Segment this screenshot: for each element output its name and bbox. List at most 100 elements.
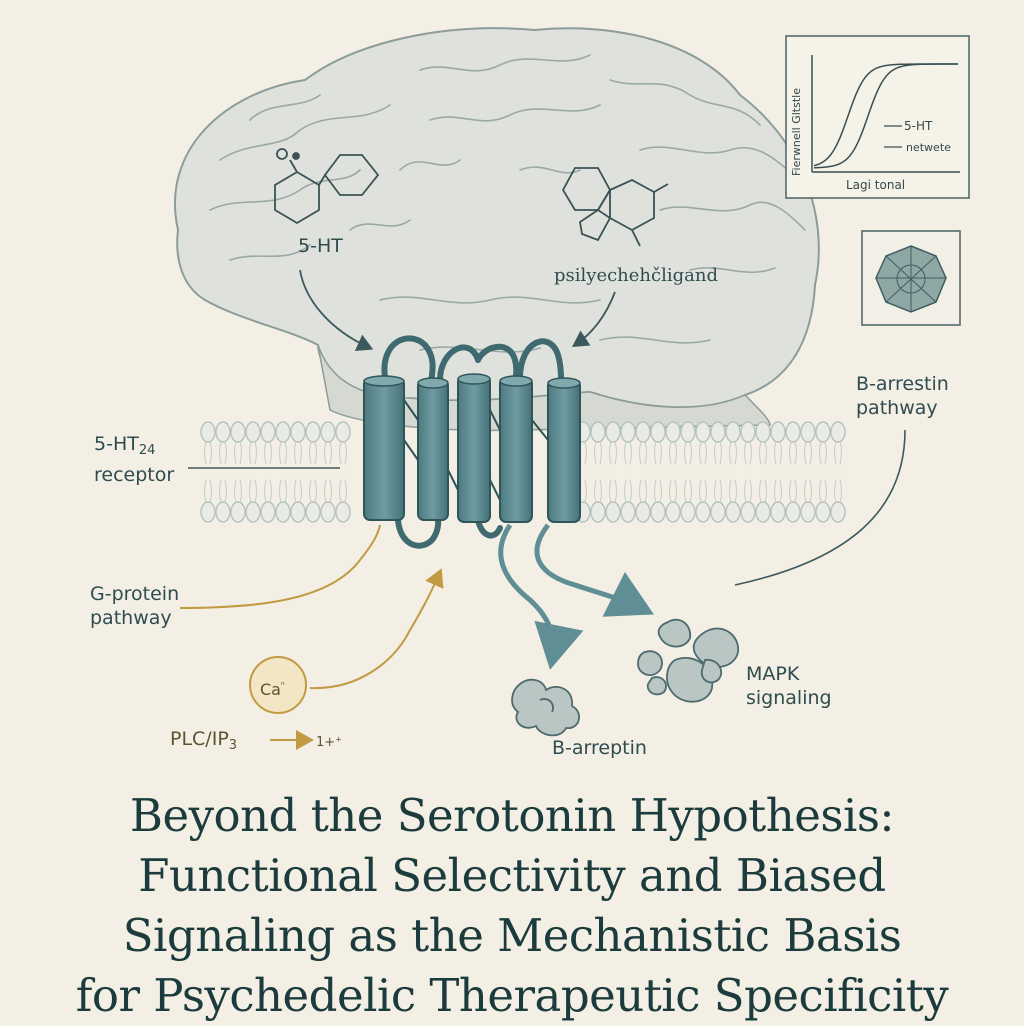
lipid-head — [695, 501, 711, 523]
calcium-charge: ⁿ — [280, 681, 285, 691]
lipid-tail — [339, 441, 347, 465]
brain-illustration — [174, 27, 820, 432]
plc-subscript: 3 — [228, 738, 238, 753]
g-protein-line — [179, 524, 381, 609]
lipid-head — [275, 421, 291, 443]
lipid-tail — [804, 441, 812, 465]
page-title: Beyond the Serotonin Hypothesis: Functio… — [0, 786, 1024, 1026]
lipid-head — [605, 501, 621, 523]
lipid-head — [665, 501, 681, 523]
lipid-tail — [609, 441, 617, 465]
lipid-tail — [834, 479, 842, 503]
lipid-tail — [279, 479, 287, 503]
lipid-head — [650, 501, 666, 523]
lipid-head — [800, 421, 816, 443]
lipid-head — [245, 421, 261, 443]
mapk-proteins — [637, 618, 739, 703]
title-line-3: Signaling as the Mechanistic Basis — [122, 909, 902, 962]
title-line-4: for Psychedelic Therapeutic Specificity — [75, 969, 949, 1022]
lipid-tail — [714, 441, 722, 465]
lipid-tail — [759, 479, 767, 503]
calcium-ion — [249, 656, 307, 714]
plc-label: PLC/IP3 — [170, 727, 237, 758]
inset-legend-item-2: netwete — [906, 141, 951, 154]
lipid-head — [590, 501, 606, 523]
lipid-tail — [249, 441, 257, 465]
receptor-helix-1 — [363, 377, 405, 521]
lipid-tail — [639, 479, 647, 503]
lipid-tail — [669, 479, 677, 503]
lipid-tail — [594, 441, 602, 465]
lipid-tail — [744, 479, 752, 503]
lipid-tail — [804, 479, 812, 503]
lipid-head — [260, 421, 276, 443]
lipid-head — [710, 501, 726, 523]
cell-membrane — [200, 421, 846, 523]
receptor-helix-cap — [457, 373, 491, 385]
lipid-head — [755, 421, 771, 443]
lipid-tail — [654, 479, 662, 503]
lipid-tail — [219, 479, 227, 503]
lipid-head — [215, 501, 231, 523]
receptor-helix-3 — [457, 375, 491, 523]
lipid-tail — [744, 441, 752, 465]
lipid-tail — [234, 479, 242, 503]
receptor-helix-4 — [499, 377, 533, 523]
lipid-head — [260, 501, 276, 523]
lipid-head — [635, 421, 651, 443]
lipid-tail — [729, 441, 737, 465]
lipid-head — [800, 501, 816, 523]
lipid-head — [620, 501, 636, 523]
mapk-arrow — [534, 523, 654, 617]
lipid-tail — [324, 441, 332, 465]
lipid-tail — [729, 479, 737, 503]
b-arrestin-pathway-label: B-arrestin pathway — [856, 372, 949, 420]
lipid-head — [785, 501, 801, 523]
inset-plot-xlabel: Lagi tonal — [846, 178, 906, 192]
receptor-helix-cap — [417, 377, 449, 389]
lipid-head — [635, 501, 651, 523]
lipid-head — [230, 501, 246, 523]
receptor-label-subscript: 24 — [138, 443, 156, 458]
lipid-head — [740, 501, 756, 523]
lipid-tail — [834, 441, 842, 465]
lipid-head — [335, 501, 351, 523]
lipid-head — [830, 501, 846, 523]
lipid-tail — [639, 441, 647, 465]
lipid-tail — [264, 441, 272, 465]
psychedelic-binding-arrow — [572, 291, 616, 347]
lipid-head — [200, 501, 216, 523]
lipid-tail — [339, 479, 347, 503]
g-protein-label-line2: pathway — [90, 607, 172, 629]
b-arrestin-pathway-line1: B-arrestin — [856, 373, 949, 395]
lipid-head — [620, 421, 636, 443]
lipid-head — [740, 421, 756, 443]
lipid-head — [605, 421, 621, 443]
lipid-head — [815, 501, 831, 523]
lipid-tail — [264, 479, 272, 503]
serotonin-binding-arrow — [299, 269, 374, 352]
lipid-head — [770, 501, 786, 523]
lipid-tail — [204, 479, 212, 503]
calcium-arrow — [309, 568, 444, 690]
calcium-label: Caⁿ — [260, 674, 285, 702]
receptor-helix-2 — [417, 379, 449, 521]
lipid-head — [680, 421, 696, 443]
serotonin-label: 5-HT — [298, 235, 343, 257]
lipid-tail — [699, 441, 707, 465]
receptor-helix-cap — [499, 375, 533, 387]
lipid-head — [320, 421, 336, 443]
lipid-head — [305, 421, 321, 443]
lipid-head — [725, 501, 741, 523]
receptor-label-second-line: receptor — [94, 464, 175, 486]
lipid-head — [230, 421, 246, 443]
lipid-head — [215, 421, 231, 443]
lipid-tail — [324, 479, 332, 503]
lipid-head — [770, 421, 786, 443]
title-line-2: Functional Selectivity and Biased — [138, 849, 886, 902]
lipid-tail — [819, 479, 827, 503]
lipid-tail — [684, 441, 692, 465]
lipid-head — [320, 501, 336, 523]
lipid-head — [290, 421, 306, 443]
lipid-tail — [759, 441, 767, 465]
